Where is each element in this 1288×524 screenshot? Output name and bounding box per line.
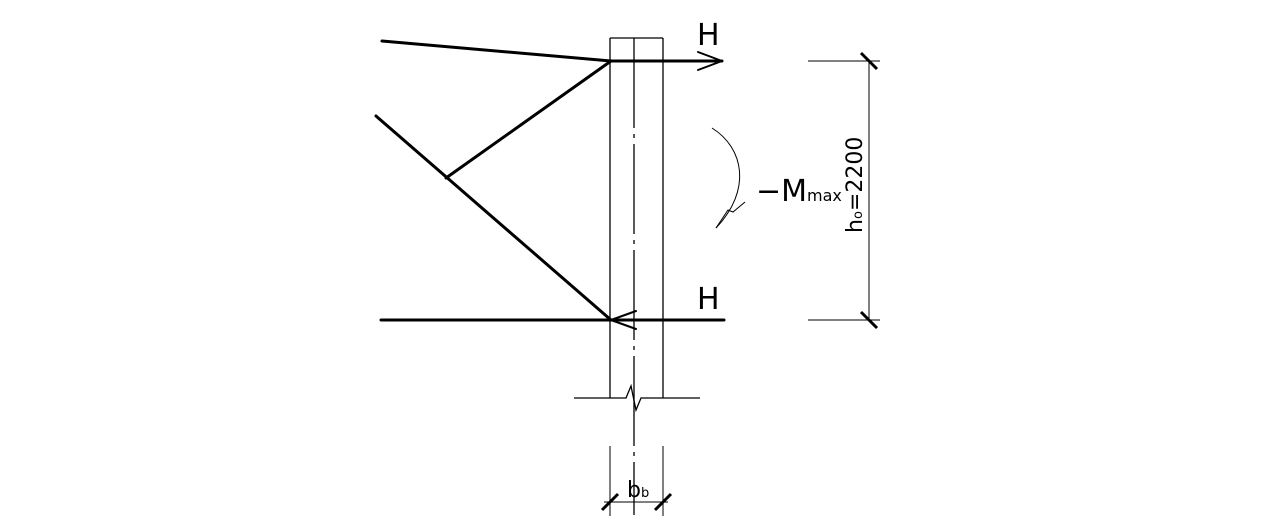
height-tick-bottom xyxy=(859,310,879,330)
column xyxy=(574,37,700,515)
width-dimension-label-main: b xyxy=(627,478,641,503)
truss-members xyxy=(374,39,726,322)
height-dimension-label: ho=2200 xyxy=(843,137,868,233)
moment-arrow xyxy=(711,127,746,229)
height-dimension-label-sub: o xyxy=(851,211,866,219)
width-dimension xyxy=(600,446,673,516)
force-top-label: H xyxy=(697,18,720,53)
force-bottom-arrowhead xyxy=(610,310,637,330)
moment-label: −Mmax xyxy=(756,174,842,209)
moment-label-subscript: max xyxy=(807,186,842,205)
force-bottom-label: H xyxy=(697,282,720,317)
diagonal-lower xyxy=(374,114,613,322)
width-tick-left xyxy=(600,492,620,512)
height-dimension xyxy=(808,51,880,330)
height-dimension-label-value: =2200 xyxy=(843,137,868,211)
force-top-arrowhead xyxy=(697,51,723,71)
top-chord xyxy=(380,39,613,63)
moment-label-main: −M xyxy=(756,174,807,209)
width-tick-right xyxy=(653,492,673,512)
diagonal-upper xyxy=(444,59,613,180)
height-tick-top xyxy=(859,51,879,71)
moment-arc xyxy=(711,127,741,229)
force-arrows xyxy=(609,51,724,330)
moment-arrowhead xyxy=(715,201,746,229)
width-dimension-label-sub: b xyxy=(641,486,649,501)
width-dimension-label: bb xyxy=(627,478,649,503)
break-line xyxy=(574,383,700,413)
height-dimension-label-main: h xyxy=(843,219,868,233)
